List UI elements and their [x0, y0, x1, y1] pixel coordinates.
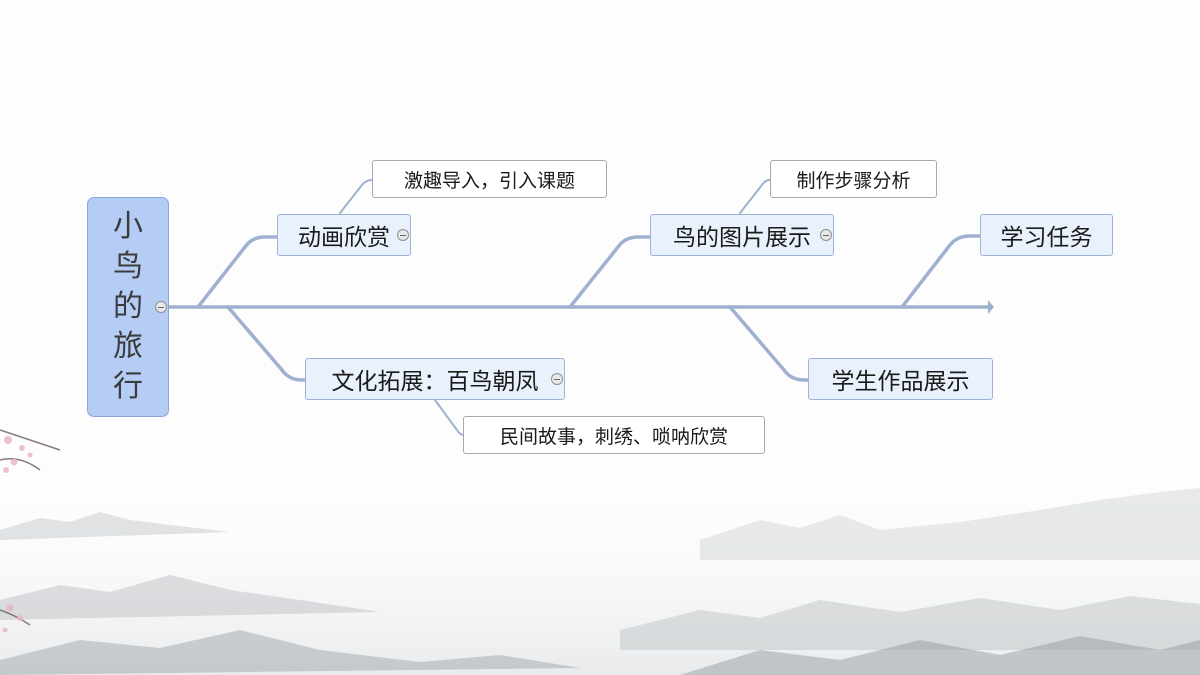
branch-animation [196, 235, 279, 309]
branch-learning-task [900, 234, 983, 309]
branch-bird-pictures [568, 235, 652, 309]
central-topic-char: 的 [113, 289, 143, 324]
topic-learning-task-label: 学习任务 [1000, 225, 1093, 251]
near-mountains [0, 630, 580, 675]
topic-animation[interactable]: 动画欣赏 [277, 214, 411, 256]
topic-animation-label: 动画欣赏 [298, 225, 390, 251]
topic-student-works-label: 学生作品展示 [831, 369, 970, 395]
branch-student-works [728, 305, 810, 382]
subtopic-bird-pictures[interactable]: 制作步骤分析 [770, 160, 937, 198]
spine-arrow-end [988, 300, 994, 314]
subtopic-animation-label: 激趣导入，引入课题 [403, 169, 575, 192]
central-topic-char: 旅 [113, 329, 143, 364]
subtopic-animation[interactable]: 激趣导入，引入课题 [372, 160, 607, 198]
topic-learning-task[interactable]: 学习任务 [980, 214, 1113, 256]
plum-blossom-branch-icon [0, 429, 61, 626]
subtopic-bird-pictures-label: 制作步骤分析 [796, 169, 911, 192]
subtopic-culture[interactable]: 民间故事，刺绣、唢呐欣赏 [463, 416, 765, 454]
branch-culture [226, 305, 307, 382]
blossoms [2, 436, 33, 633]
near-mountains-right [680, 636, 1200, 675]
central-topic-char: 行 [113, 369, 143, 404]
subtopic-culture-label: 民间故事，刺绣、唢呐欣赏 [499, 425, 728, 448]
mid-mountains [0, 575, 380, 620]
sub-branch-bird-pictures [739, 179, 771, 214]
mid-mountains-right [620, 596, 1200, 650]
central-topic[interactable]: 小 鸟 的 旅 行 [87, 197, 169, 417]
collapse-toggle-central[interactable] [155, 301, 167, 313]
sub-branch-culture [434, 399, 465, 436]
topic-culture-label: 文化拓展：百鸟朝凤 [331, 369, 539, 395]
central-topic-char: 小 [113, 209, 143, 244]
collapse-toggle-culture[interactable] [551, 373, 563, 385]
topic-culture[interactable]: 文化拓展：百鸟朝凤 [305, 358, 565, 400]
distant-mountains-left [0, 512, 230, 540]
distant-mountains-right [700, 488, 1200, 560]
sub-branch-animation [339, 179, 373, 214]
central-topic-char: 鸟 [113, 249, 143, 284]
topic-bird-pictures-label: 鸟的图片展示 [673, 225, 811, 251]
topic-bird-pictures[interactable]: 鸟的图片展示 [650, 214, 834, 256]
topic-student-works[interactable]: 学生作品展示 [808, 358, 993, 400]
collapse-toggle-animation[interactable] [397, 229, 409, 241]
collapse-toggle-bird-pictures[interactable] [820, 229, 832, 241]
